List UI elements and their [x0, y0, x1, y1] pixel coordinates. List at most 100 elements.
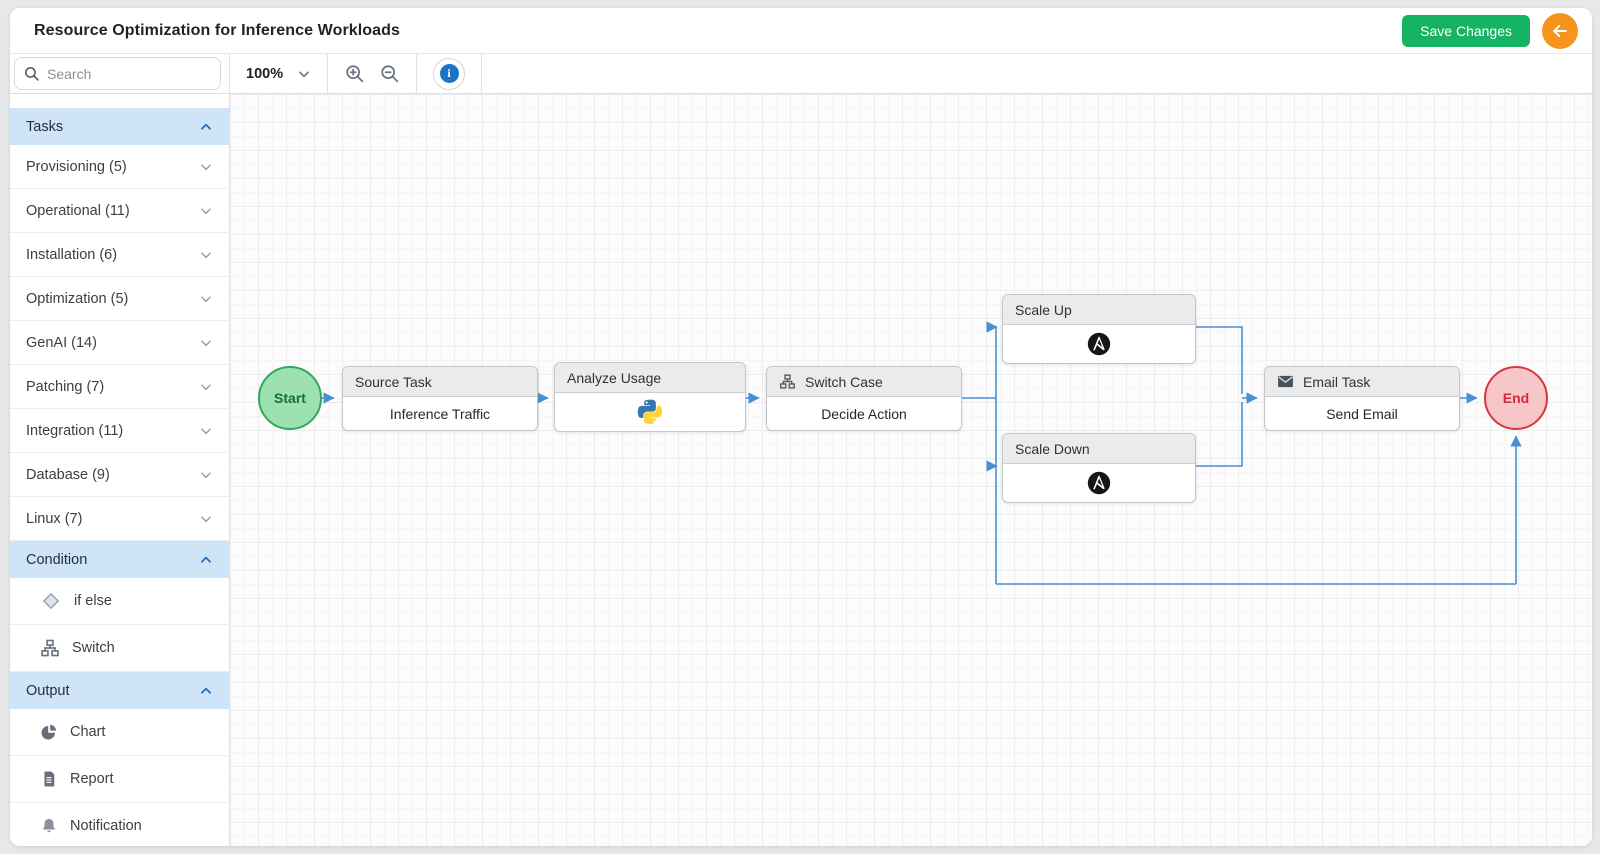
chevron-down-icon	[199, 424, 213, 438]
section-label: Condition	[26, 551, 88, 568]
chevron-down-icon	[297, 67, 311, 81]
node-body: Send Email	[1265, 397, 1459, 430]
sidebar-item-optimization[interactable]: Optimization (5)	[10, 277, 229, 321]
info-group: i	[417, 54, 483, 93]
node-header: Scale Up	[1003, 295, 1195, 325]
node-source-task[interactable]: Source Task Inference Traffic	[342, 366, 538, 431]
envelope-icon	[1277, 374, 1294, 389]
item-label: GenAI (14)	[26, 334, 97, 351]
sidebar-item-switch[interactable]: Switch	[10, 625, 229, 672]
node-header: Analyze Usage	[555, 363, 745, 393]
node-body-label: Decide Action	[821, 405, 907, 422]
item-label: Provisioning (5)	[26, 158, 127, 175]
chevron-down-icon	[199, 204, 213, 218]
chevron-up-icon	[199, 553, 213, 567]
sidebar-item-integration[interactable]: Integration (11)	[10, 409, 229, 453]
item-label: if else	[74, 593, 112, 609]
python-icon	[637, 399, 663, 425]
node-end[interactable]: End	[1484, 366, 1548, 430]
chevron-down-icon	[199, 292, 213, 306]
item-label: Linux (7)	[26, 510, 83, 527]
chevron-down-icon	[199, 380, 213, 394]
sidebar-section-output[interactable]: Output	[10, 672, 229, 709]
toolbar-search-cell	[10, 54, 230, 93]
sidebar-item-if-else[interactable]: if else	[10, 578, 229, 625]
info-button[interactable]: i	[433, 57, 466, 90]
item-label: Operational (11)	[26, 202, 130, 219]
ansible-icon	[1087, 332, 1111, 356]
ansible-icon	[1087, 471, 1111, 495]
section-label: Output	[26, 682, 70, 699]
item-label: Switch	[72, 640, 115, 656]
sitemap-icon	[779, 373, 796, 390]
chevron-down-icon	[199, 160, 213, 174]
item-label: Optimization (5)	[26, 290, 129, 307]
item-label: Notification	[70, 818, 142, 834]
node-title: Email Task	[1303, 373, 1371, 390]
chevron-up-icon	[199, 684, 213, 698]
node-header: Source Task	[343, 367, 537, 397]
workflow-edges	[322, 321, 1522, 585]
node-body: Inference Traffic	[343, 397, 537, 430]
sidebar-item-notification[interactable]: Notification	[10, 803, 229, 846]
app-card: Resource Optimization for Inference Work…	[10, 8, 1592, 846]
sidebar-item-chart[interactable]: Chart	[10, 709, 229, 756]
node-label: Start	[274, 390, 306, 406]
titlebar: Resource Optimization for Inference Work…	[10, 8, 1592, 54]
chevron-up-icon	[199, 120, 213, 134]
item-label: Integration (11)	[26, 422, 124, 439]
node-body	[555, 393, 745, 431]
node-header: Email Task	[1265, 367, 1459, 397]
sidebar: Tasks Provisioning (5) Operational (11) …	[10, 94, 230, 846]
item-label: Database (9)	[26, 466, 110, 483]
chevron-down-icon	[199, 512, 213, 526]
sidebar-item-linux[interactable]: Linux (7)	[10, 497, 229, 541]
node-analyze-usage[interactable]: Analyze Usage	[554, 362, 746, 432]
node-email-task[interactable]: Email Task Send Email	[1264, 366, 1460, 431]
toolbar: 100% i	[10, 54, 1592, 94]
zoom-level-dropdown[interactable]: 100%	[230, 54, 329, 93]
sidebar-item-provisioning[interactable]: Provisioning (5)	[10, 145, 229, 189]
item-label: Installation (6)	[26, 246, 118, 263]
left-arrow-icon	[1550, 21, 1570, 41]
diamond-icon	[40, 590, 62, 612]
node-title: Source Task	[355, 373, 432, 390]
zoom-in-icon[interactable]	[344, 63, 365, 84]
section-label: Tasks	[26, 118, 64, 135]
back-button[interactable]	[1542, 12, 1578, 49]
sidebar-item-operational[interactable]: Operational (11)	[10, 189, 229, 233]
sidebar-item-report[interactable]: Report	[10, 756, 229, 803]
node-body-label: Send Email	[1326, 405, 1398, 422]
node-title: Analyze Usage	[567, 369, 662, 386]
sidebar-item-database[interactable]: Database (9)	[10, 453, 229, 497]
bell-icon	[40, 817, 58, 835]
search-wrap	[14, 57, 221, 90]
node-start[interactable]: Start	[258, 366, 322, 430]
zoom-out-icon[interactable]	[379, 63, 400, 84]
page-title: Resource Optimization for Inference Work…	[34, 21, 401, 39]
sidebar-item-genai[interactable]: GenAI (14)	[10, 321, 229, 365]
node-title: Scale Up	[1015, 301, 1072, 318]
zoom-level-value: 100%	[246, 65, 284, 82]
chevron-down-icon	[199, 336, 213, 350]
node-label: End	[1502, 390, 1530, 406]
search-input[interactable]	[14, 57, 221, 90]
node-switch-case[interactable]: Switch Case Decide Action	[766, 366, 962, 431]
item-label: Report	[70, 771, 114, 787]
sidebar-section-condition[interactable]: Condition	[10, 541, 229, 578]
node-scale-down[interactable]: Scale Down	[1002, 433, 1196, 503]
sidebar-item-installation[interactable]: Installation (6)	[10, 233, 229, 277]
sidebar-section-tasks[interactable]: Tasks	[10, 108, 229, 145]
node-header: Switch Case	[767, 367, 961, 397]
save-changes-button[interactable]: Save Changes	[1402, 14, 1530, 47]
node-header: Scale Down	[1003, 434, 1195, 464]
node-title: Switch Case	[805, 373, 883, 390]
node-scale-up[interactable]: Scale Up	[1002, 294, 1196, 364]
zoom-controls	[328, 54, 418, 93]
node-body	[1003, 464, 1195, 502]
workflow-canvas[interactable]: Start Source Task Inference Traffic Anal…	[230, 94, 1592, 846]
node-title: Scale Down	[1015, 440, 1090, 457]
node-body	[1003, 325, 1195, 363]
sidebar-item-patching[interactable]: Patching (7)	[10, 365, 229, 409]
node-body: Decide Action	[767, 397, 961, 430]
